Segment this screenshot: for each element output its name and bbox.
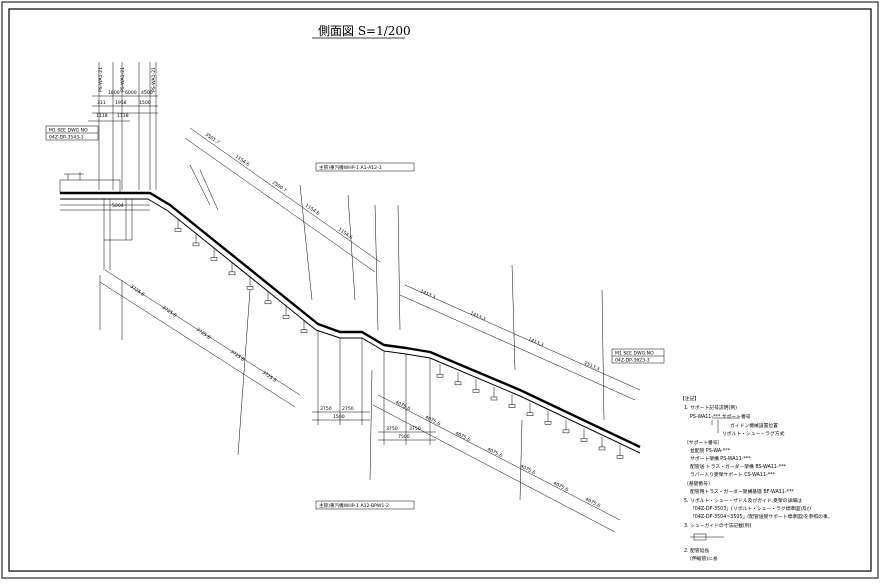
support-base: [454, 381, 462, 386]
support-base: [300, 329, 308, 333]
note-line: 3. シューガイドの寸法記載(例): [684, 522, 752, 529]
support-base: [228, 271, 236, 276]
svg-text:4075.6: 4075.6: [584, 496, 601, 509]
leader-lines: [99, 164, 605, 501]
top-dim-label: 1958: [115, 100, 127, 106]
support-label-vertical: PS-WA1-21: [151, 67, 157, 92]
mid-dimensions: 3750 2750 1500 3750 3750 7500: [312, 330, 436, 445]
svg-text:04Z-DP-3543-3: 04Z-DP-3543-3: [49, 135, 84, 141]
svg-text:3750: 3750: [320, 406, 332, 412]
note-line: 並配管 PS-WA-***: [690, 447, 731, 454]
top-dim-label: 4500: [141, 90, 153, 96]
support-base: [192, 242, 200, 247]
note-line: 「04Z-DP-3504~3505」(配管送架サポート標準図)を参照の事。: [690, 513, 833, 520]
support-base: [544, 421, 552, 425]
support-base: [436, 373, 444, 378]
svg-text:4075.6: 4075.6: [552, 480, 569, 493]
svg-text:4075.6: 4075.6: [454, 430, 471, 443]
slope-dim: 3725.8: [195, 327, 212, 341]
note-line: ガイドン機械設置位置: [730, 422, 778, 429]
svg-text:4075.6: 4075.6: [519, 463, 536, 476]
support-base: [264, 300, 272, 305]
top-dim-label: 311: [97, 100, 106, 106]
note-line: PS-WA11-*** サポート番号: [690, 413, 751, 420]
svg-text:04Z-DP-3623-3: 04Z-DP-3623-3: [615, 358, 650, 364]
note-line: 〔サポート番号〕: [684, 439, 722, 446]
top-dim-label: 6000: [125, 90, 137, 96]
ref-box-left: M1 SEE DWG NO 04Z-DP-3543-3: [45, 125, 99, 141]
notes-block: 【注記】 1. サポート記号説明(例) PS-WA11-*** サポート番号 ガ…: [680, 395, 833, 562]
support-base: [616, 455, 624, 459]
slope-dim: 3725.8: [129, 284, 146, 298]
top-dim-label: 1800: [108, 90, 120, 96]
lower-slope-dimensions: 1413.3 1413.3 1413.3 2513.3 4075.6 4075.…: [372, 284, 641, 533]
note-line: (伸縮管)に長: [690, 555, 718, 562]
svg-text:4075.6: 4075.6: [394, 399, 411, 412]
svg-text:1413.3: 1413.3: [419, 288, 436, 300]
lower-supports: [436, 364, 624, 459]
upper-supports: [174, 218, 308, 333]
top-dim-label: 1118: [96, 113, 108, 119]
note-line: リボルト・シュー・ラグ方式: [722, 430, 785, 437]
note-line: サポート架構 PS-WA11-***: [690, 455, 751, 462]
svg-text:3750: 3750: [409, 426, 421, 432]
top-dim-label: 5004: [112, 203, 124, 209]
top-dim-label: 1118: [117, 113, 129, 119]
slope-dim: 3725.8: [261, 370, 278, 384]
support-base: [174, 228, 182, 232]
note-line: ラバー入り受架サポート CS-WA11-***: [690, 471, 776, 478]
note-line: 1. サポート記号説明(例): [684, 404, 737, 411]
svg-text:1500: 1500: [333, 414, 345, 420]
svg-text:2513.3: 2513.3: [583, 360, 600, 372]
svg-text:主管)重汽機WHP-1 A12-BPW1-2: 主管)重汽機WHP-1 A12-BPW1-2: [319, 502, 389, 509]
support-base: [562, 429, 570, 434]
callout-upper: 主管)重汽機WHP-1 A1-A12-1: [315, 162, 415, 172]
support-base: [526, 412, 534, 416]
support-base: [490, 396, 498, 401]
note-line: 配管送 トラス・ガーダー架構 BS-WA11-***: [690, 463, 786, 470]
svg-text:1413.3: 1413.3: [527, 336, 544, 348]
note-line: 【注記】: [680, 395, 699, 402]
note-line: 5. リボルト・シュー・ザドル及びガイド,受架の詳細は: [684, 497, 802, 504]
drawing-frame: [8, 8, 872, 572]
support-base: [210, 257, 218, 261]
support-base: [508, 404, 516, 408]
support-base: [580, 438, 588, 442]
ref-box-right: M1 SEE DWG NO 04Z-DP-3623-3: [611, 348, 665, 364]
svg-text:1413.3: 1413.3: [469, 310, 486, 322]
note-line: 2. 配管延長: [684, 547, 709, 554]
slope-dim: 3725.8: [161, 305, 178, 319]
drawing-title: 側面図 S=1/200: [318, 24, 411, 38]
svg-text:主管)重汽機WHP-1 A1-A12-1: 主管)重汽機WHP-1 A1-A12-1: [319, 164, 382, 171]
svg-text:M1 SEE DWG NO: M1 SEE DWG NO: [49, 128, 88, 134]
left-platform: [59, 179, 121, 194]
support-label-vertical: PS-WA1-21: [98, 67, 104, 92]
support-base: [598, 446, 606, 451]
svg-text:2750: 2750: [342, 406, 354, 412]
svg-text:3750: 3750: [386, 426, 398, 432]
support-base: [246, 286, 254, 290]
note-line: 〔基礎番号〕: [684, 480, 713, 487]
top-dim-label: 1500: [139, 100, 151, 106]
svg-text:7500: 7500: [398, 434, 410, 440]
note-line: 「04Z-DP-3503」(リボルト・シュー・ラグ標準図)及び: [690, 505, 812, 512]
support-label-vertical: PS-WA1-21: [120, 67, 126, 92]
support-base: [472, 389, 480, 393]
callout-lower: 主管)重汽機WHP-1 A12-BPW1-2: [315, 500, 415, 510]
slope-dim: 3725.8: [229, 349, 246, 363]
note-line: 配管用トラス・ガーダー架構基礎 BF-WA11-***: [690, 488, 794, 495]
support-base: [282, 315, 290, 319]
svg-text:4075.6: 4075.6: [424, 414, 441, 427]
top-dimension-group: 1800 6000 4500 311 1958 1500 1118 1118 5…: [88, 62, 158, 209]
svg-text:M1 SEE DWG NO: M1 SEE DWG NO: [615, 351, 654, 357]
svg-text:4075.6: 4075.6: [486, 446, 503, 459]
